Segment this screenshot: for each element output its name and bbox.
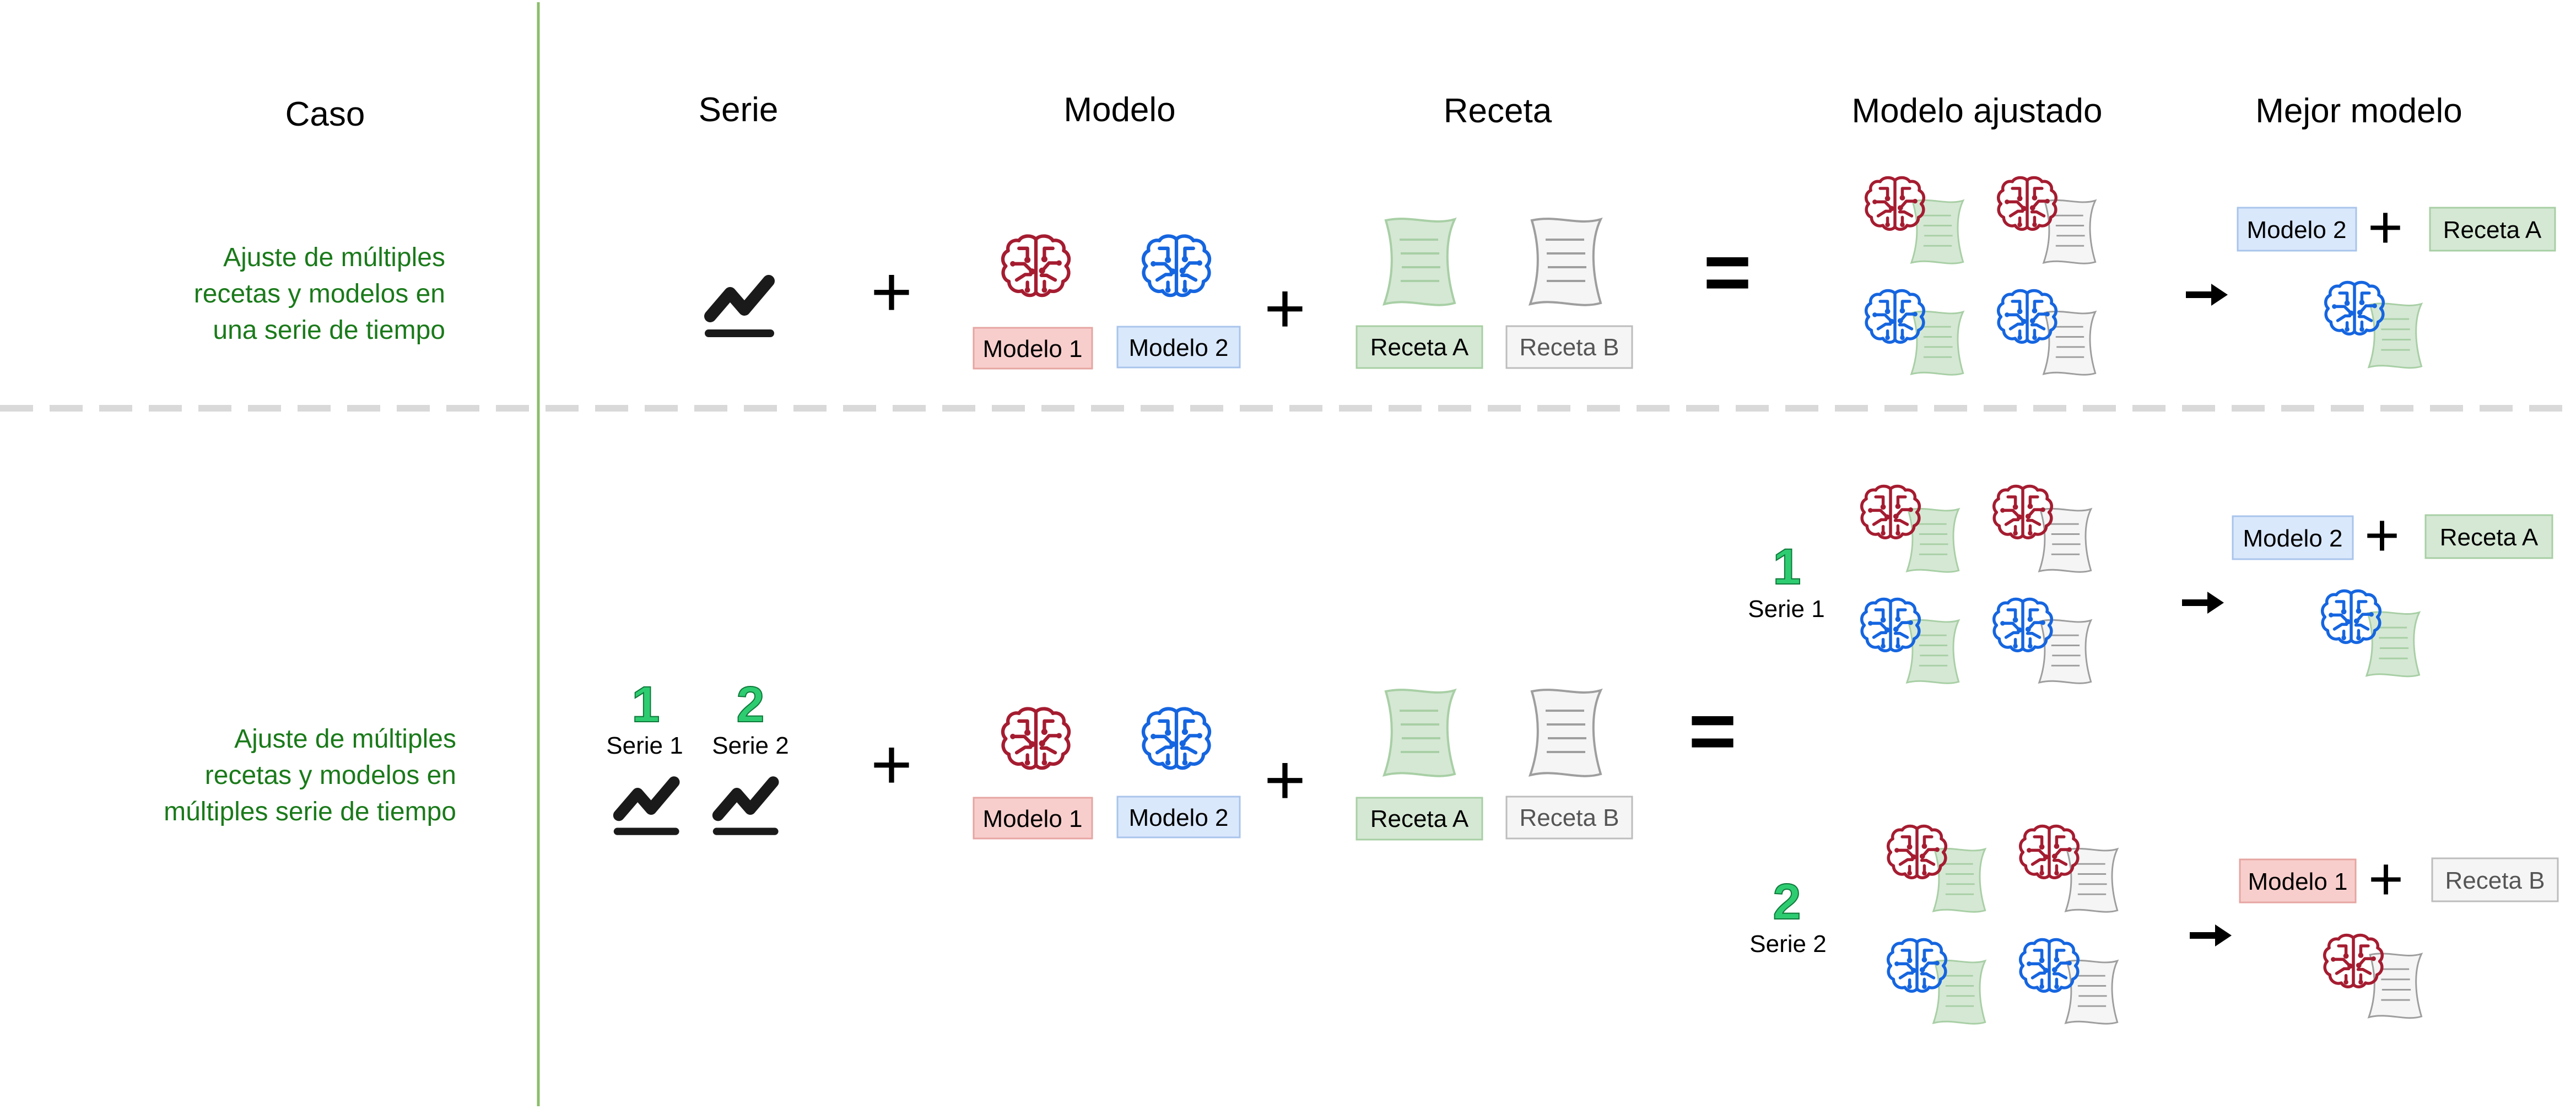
recipe-b-icon (2065, 959, 2119, 1025)
best-model-tag-box (2239, 858, 2357, 904)
series-icon (614, 782, 679, 835)
recipe-b-icon (2065, 847, 2119, 913)
best-recipe-tag-box (2424, 514, 2553, 559)
brain-red-icon (1003, 708, 1069, 768)
header-serie: Serie (699, 91, 779, 129)
fitted-models-row1 (1866, 177, 2097, 376)
brain-blue-icon (2021, 939, 2078, 991)
recipe-b-icon (2368, 953, 2423, 1019)
model1-tag-box (973, 327, 1093, 370)
recipeA-tag-label: Receta A (1370, 805, 1469, 832)
recipe-a-icon (1932, 847, 1986, 913)
best-recipe-tag-box (2429, 207, 2556, 252)
model1-tag-box (973, 797, 1093, 840)
header-modelo-ajustado: Modelo ajustado (1852, 92, 2103, 130)
fitted-serie1-number: 1 (1773, 539, 1801, 595)
best-recipe-tag-box (2431, 857, 2559, 902)
brain-blue-icon (1143, 708, 1209, 768)
plus-symbol: + (2364, 501, 2400, 569)
recipeB-tag-box (1505, 325, 1633, 369)
brain-red-icon (1888, 826, 1946, 878)
row1-case-line-1: Ajuste de múltiples (223, 243, 445, 272)
recipeA-tag-label: Receta A (1370, 334, 1469, 361)
plus-symbol: + (1264, 739, 1306, 820)
recipeA-tag-box (1355, 797, 1483, 841)
brain-blue-icon (1994, 599, 2052, 651)
best-model-tag-label: Modelo 2 (2243, 525, 2342, 552)
brain-red-icon (2021, 826, 2078, 878)
plus-symbol: + (871, 724, 912, 804)
recipe-b-icon (2038, 507, 2092, 573)
model1-tag-label: Modelo 1 (982, 336, 1082, 363)
recipeB-tag-box (1505, 796, 1633, 840)
fitted-models-serie2 (1888, 826, 2119, 1025)
serie1-label: Serie 1 (606, 732, 683, 759)
header-modelo: Modelo (1063, 91, 1175, 129)
recipe-a-icon (1384, 219, 1455, 305)
brain-blue-icon (1143, 236, 1209, 295)
recipe-a-icon (1384, 690, 1455, 776)
recipe-b-icon (2038, 619, 2092, 684)
best-recipe-tag-label: Receta B (2445, 867, 2545, 894)
recipe-a-icon (1906, 507, 1960, 573)
recipe-a-icon (1932, 959, 1986, 1025)
header-caso: Caso (285, 95, 365, 133)
fitted-serie1-label: Serie 1 (1748, 596, 1824, 623)
brain-red-icon (1003, 236, 1069, 295)
equals-symbol: = (1703, 225, 1752, 318)
row1-case-line-3: una serie de tiempo (213, 316, 445, 345)
model2-tag-label: Modelo 2 (1128, 334, 1228, 361)
model2-tag-box (1116, 796, 1241, 838)
brain-blue-icon (1862, 599, 1920, 651)
recipe-a-icon (2366, 611, 2421, 678)
plus-symbol: + (2368, 845, 2404, 913)
recipe-a-icon (2368, 302, 2423, 369)
arrow-icon (2182, 592, 2224, 614)
arrow-icon (2190, 924, 2232, 946)
arrow-icon (2186, 284, 2228, 306)
best-model-tag-box (2232, 515, 2354, 560)
serie1-number: 1 (631, 677, 660, 733)
fitted-serie2-number: 2 (1773, 874, 1801, 930)
recipeB-tag-label: Receta B (1520, 334, 1619, 361)
row2-case-label: Ajuste de múltiples recetas y modelos en… (164, 724, 456, 826)
best-model-tag-label: Modelo 2 (2246, 217, 2346, 244)
series-icon (713, 782, 779, 835)
recipe-b-icon (1530, 690, 1601, 776)
recipe-a-icon (1910, 310, 1964, 376)
row2-case-line-2: recetas y modelos en (205, 761, 456, 790)
recipe-b-icon (2043, 310, 2097, 376)
recipe-a-icon (1910, 199, 1964, 264)
best-model-tag-label: Modelo 1 (2248, 868, 2347, 895)
model1-tag-label: Modelo 1 (982, 805, 1082, 832)
recipeB-tag-label: Receta B (1520, 804, 1619, 831)
plus-symbol: + (2368, 193, 2403, 261)
brain-blue-icon (1888, 939, 1946, 991)
best-model-tag-box (2237, 207, 2357, 252)
row1-case-line-2: recetas y modelos en (194, 279, 445, 309)
model2-tag-label: Modelo 2 (1128, 804, 1228, 831)
fitted-models-serie1 (1862, 486, 2092, 684)
fitted-serie2-label: Serie 2 (1749, 931, 1826, 957)
recipe-a-icon (1906, 619, 1960, 684)
plus-symbol: + (1264, 268, 1306, 348)
row1-case-label: Ajuste de múltiples recetas y modelos en… (194, 243, 445, 345)
header-mejor-modelo: Mejor modelo (2255, 92, 2462, 130)
equals-symbol: = (1688, 684, 1737, 777)
serie2-label: Serie 2 (712, 732, 789, 759)
series-icon (705, 281, 774, 337)
recipeA-tag-box (1355, 325, 1483, 369)
best-recipe-tag-label: Receta A (2440, 524, 2539, 551)
row2-case-line-1: Ajuste de múltiples (234, 724, 456, 754)
header-receta: Receta (1444, 92, 1552, 130)
row2-case-line-3: múltiples serie de tiempo (164, 797, 456, 826)
best-recipe-tag-label: Receta A (2443, 217, 2542, 244)
plus-symbol: + (871, 251, 912, 332)
recipe-b-icon (1530, 219, 1601, 305)
serie2-number: 2 (736, 677, 764, 733)
recipe-b-icon (2043, 199, 2097, 264)
model2-tag-box (1116, 326, 1241, 369)
